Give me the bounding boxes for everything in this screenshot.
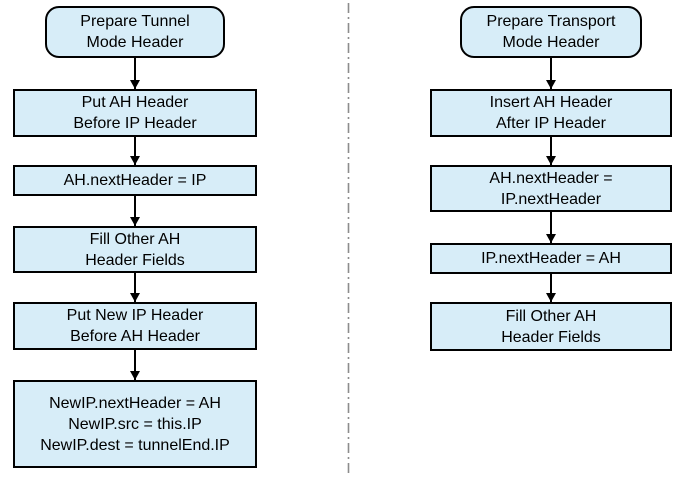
arrow-down-icon <box>546 274 556 302</box>
node-fill-other-ah-fields-transport: Fill Other AH Header Fields <box>430 302 672 351</box>
arrow-down-icon <box>130 58 140 89</box>
arrow-down-icon <box>546 137 556 165</box>
node-prepare-tunnel-header: Prepare Tunnel Mode Header <box>45 6 225 58</box>
node-ip-nextheader-ah: IP.nextHeader = AH <box>430 243 672 274</box>
node-put-ah-before-ip: Put AH Header Before IP Header <box>13 89 257 137</box>
arrow-down-icon <box>130 273 140 302</box>
column-divider <box>347 3 350 477</box>
node-fill-other-ah-fields-tunnel: Fill Other AH Header Fields <box>13 226 257 273</box>
arrow-down-icon <box>546 212 556 243</box>
node-prepare-transport-header: Prepare Transport Mode Header <box>460 6 642 58</box>
node-insert-ah-after-ip: Insert AH Header After IP Header <box>430 89 672 137</box>
node-newip-assignments: NewIP.nextHeader = AH NewIP.src = this.I… <box>13 380 257 468</box>
arrow-down-icon <box>130 196 140 226</box>
node-put-new-ip-header: Put New IP Header Before AH Header <box>13 302 257 350</box>
arrow-down-icon <box>130 350 140 380</box>
node-ah-nextheader-ip: AH.nextHeader = IP <box>13 165 257 196</box>
node-ah-nextheader-ip-nextheader: AH.nextHeader = IP.nextHeader <box>430 165 672 212</box>
arrow-down-icon <box>130 137 140 165</box>
arrow-down-icon <box>546 58 556 89</box>
